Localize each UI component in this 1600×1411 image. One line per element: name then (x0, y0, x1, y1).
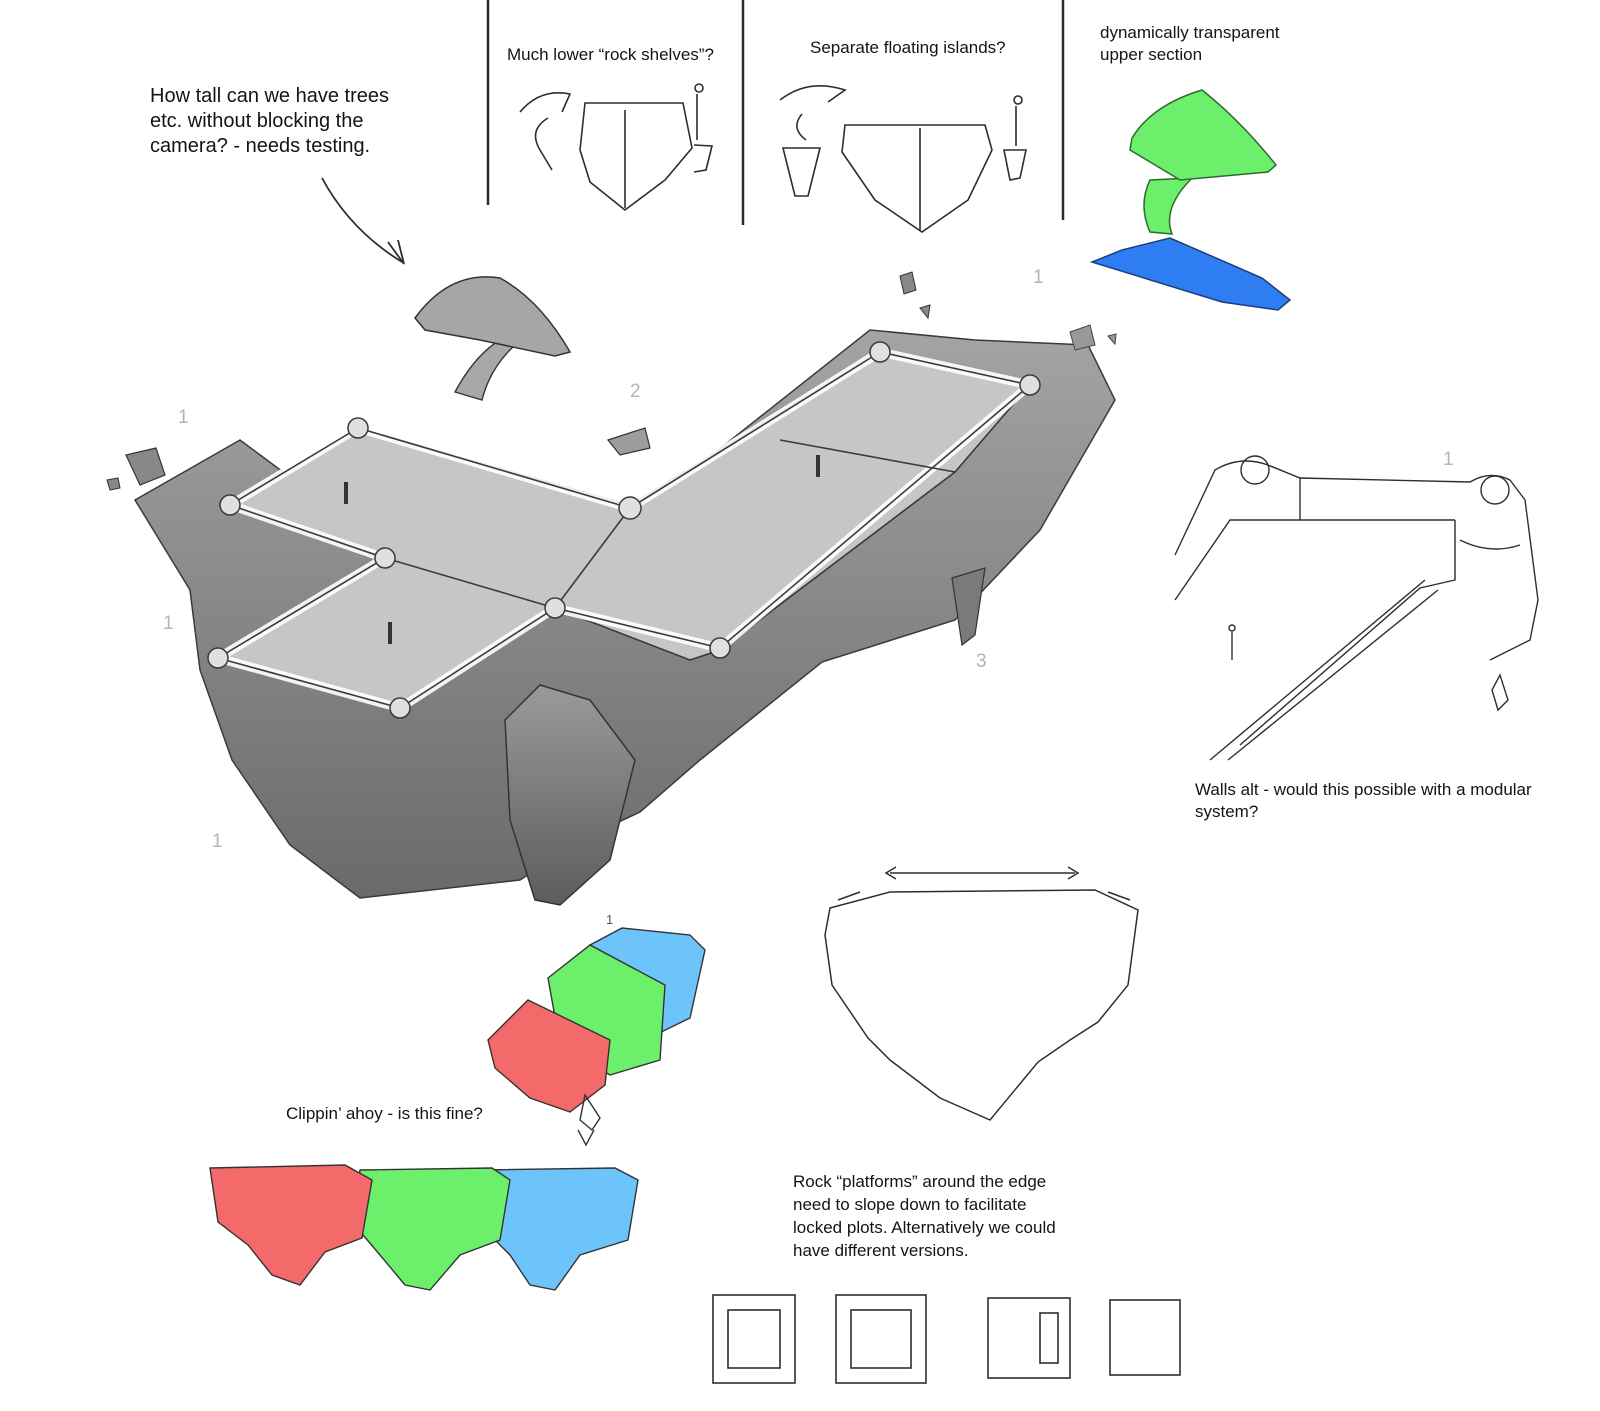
plot-number: 1 (178, 407, 189, 428)
rock-shelves-sketch (519, 83, 714, 212)
rock-shelves-label: Much lower “rock shelves”? (507, 45, 714, 64)
plot-number: 1 (163, 613, 174, 634)
floating-islands-label: Separate floating islands? (810, 38, 1006, 57)
plot-number: 1 (1443, 449, 1454, 470)
trees-note: How tall can we have trees etc. without … (150, 85, 390, 157)
plot-number: 3 (976, 651, 987, 672)
panel-dividers (486, 0, 1065, 225)
walls-alt-label: Walls alt - would this possible with a m… (1195, 780, 1532, 822)
plot-number: 2 (630, 381, 641, 402)
platforms-note: Rock “platforms” around the edge need to… (793, 1172, 1056, 1261)
clipping-shields (209, 1164, 639, 1291)
trees-arrow (321, 177, 405, 265)
transparent-section-label: dynamically transparent upper section (1100, 23, 1280, 65)
square-modules (712, 1294, 1181, 1384)
clipping-chunk (487, 927, 706, 1147)
floating-islands-sketch (779, 84, 1027, 233)
plot-number: 1 (606, 912, 614, 927)
main-island (106, 271, 1117, 906)
clipping-label: Clippin’ ahoy - is this fine? (286, 1104, 483, 1123)
platform-slope-sketch (824, 866, 1139, 1121)
walls-alt-sketch (1174, 455, 1539, 761)
transparent-tree-sketch (1089, 89, 1292, 311)
plot-number: 1 (212, 831, 223, 852)
plot-number: 1 (1033, 267, 1044, 288)
